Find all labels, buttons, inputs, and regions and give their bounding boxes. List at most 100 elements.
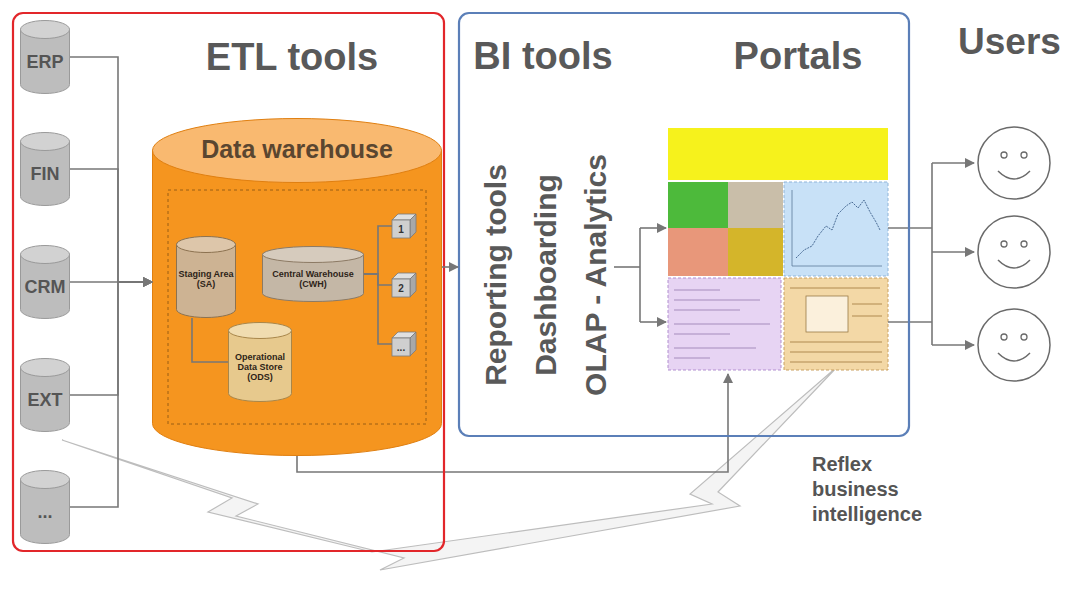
- portal-screenshot: [668, 128, 888, 370]
- source-system-cylinder: EXT: [20, 358, 70, 432]
- portal-list-panel: [668, 278, 781, 370]
- region-border: [459, 13, 909, 436]
- chart-line: [796, 200, 880, 258]
- text-holder: ERP: [20, 36, 70, 90]
- flow-connector: [70, 282, 152, 395]
- bi-tools-portals-region: BI tools PortalsReporting tools Dashboardi…: [458, 12, 910, 437]
- cylinder-body: [229, 330, 292, 402]
- user-arrow: [932, 162, 974, 164]
- reflex-bi-note: Reflex business intelligence: [812, 452, 942, 527]
- source-system-cylinder: ERP: [20, 20, 70, 94]
- cube-side: [410, 332, 416, 356]
- node-label: 2: [398, 283, 404, 294]
- placeholder-lines: [790, 288, 882, 362]
- node-label: CRM: [25, 278, 66, 298]
- bi-portal-line: [614, 266, 640, 268]
- data-mart-cube: ...: [392, 332, 416, 356]
- cube-side: [410, 273, 416, 297]
- text-holder: ...: [20, 486, 70, 540]
- data-mart-cube: 1: [392, 214, 416, 238]
- portal-table-panel: [784, 278, 888, 370]
- data-mart-cube-outline: [392, 273, 416, 297]
- node-label: ERP: [26, 53, 63, 73]
- portal-tile: [728, 182, 783, 228]
- source-system-cylinder: ...: [20, 470, 70, 544]
- text-holder: Portals: [703, 32, 893, 82]
- text-holder: Reporting tools: [476, 125, 514, 425]
- portal-window: [806, 296, 848, 332]
- cylinder-top: [21, 471, 70, 489]
- staging-area-cylinder: Staging Area (SA): [176, 236, 236, 318]
- vertical-tool-label: Reporting tools: [479, 164, 512, 386]
- text-holder: ETL tools: [152, 32, 432, 84]
- operational-data-store-cylinder: Operational Data Store (ODS): [228, 322, 292, 402]
- cylinder-top: [177, 237, 236, 253]
- text-holder: 1: [392, 220, 410, 238]
- data-warehouse-cylinder: Data warehouseStaging Area (SA) Central W…: [152, 118, 442, 456]
- flow-connector: [442, 266, 458, 268]
- portal-tile: [668, 182, 728, 228]
- reflex-bi-note-holder: Reflex business intelligence: [812, 452, 942, 527]
- text-holder: Staging Area (SA): [178, 254, 234, 306]
- cube-front: [392, 338, 410, 356]
- node-label: FIN: [31, 165, 60, 185]
- flow-connector: [70, 169, 152, 282]
- cylinder-top: [153, 119, 442, 183]
- cube-front: [392, 279, 410, 297]
- cylinder-top: [263, 247, 364, 263]
- text-holder: 2: [392, 279, 410, 297]
- flow-connector: [70, 57, 152, 282]
- region-border: [13, 13, 444, 551]
- data-mart-cube-outline: [392, 214, 416, 238]
- node-label: Staging Area (SA): [178, 270, 234, 290]
- users-heading-holder: Users: [958, 22, 1070, 63]
- vertical-tool-label: OLAP - Analytics: [579, 154, 612, 396]
- users-heading: Users: [958, 22, 1070, 63]
- users-split: [931, 163, 933, 345]
- node-label: Central Warehouse (CWH): [266, 270, 360, 290]
- text-holder: OLAP - Analytics: [576, 125, 614, 425]
- vertical-tool-label: Dashboarding: [529, 174, 562, 376]
- text-holder: Operational Data Store (ODS): [229, 340, 291, 396]
- chart-axis: [792, 266, 882, 267]
- node-label: EXT: [27, 391, 62, 411]
- user-arrow: [932, 251, 974, 253]
- source-system-cylinder: FIN: [20, 132, 70, 206]
- text-holder: Central Warehouse (CWH): [266, 263, 360, 297]
- bi-portal-arrow: [640, 321, 666, 323]
- node-label: Operational Data Store (ODS): [229, 353, 291, 383]
- bi-portal-arrow: [640, 227, 666, 229]
- portal-header-band: [668, 128, 888, 180]
- cylinder-top: [21, 246, 70, 264]
- central-warehouse-cylinder: Central Warehouse (CWH): [262, 246, 364, 302]
- region-heading: BI tools: [473, 36, 612, 78]
- flow-connector: [364, 274, 392, 344]
- cylinder-body: [177, 244, 236, 318]
- text-holder: FIN: [20, 148, 70, 202]
- portal-chart-panel: [784, 182, 888, 276]
- node-label: ...: [397, 342, 405, 353]
- text-holder: Dashboarding: [526, 125, 564, 425]
- node-label: Data warehouse: [201, 136, 393, 164]
- cylinder-top: [21, 21, 70, 39]
- portal-tile: [668, 228, 728, 276]
- bi-portal-split: [639, 228, 641, 322]
- user-smiley: [978, 127, 1050, 199]
- cube-front: [392, 220, 410, 238]
- node-label: Portals: [734, 36, 863, 78]
- cylinder-top: [21, 133, 70, 151]
- text-holder: ...: [392, 338, 410, 356]
- cylinder-top: [229, 323, 292, 339]
- portal-tile: [728, 228, 783, 276]
- cylinder-top: [21, 359, 70, 377]
- node-label: ...: [37, 503, 52, 523]
- flow-connector: [364, 226, 392, 274]
- text-holder: CRM: [20, 261, 70, 315]
- warehouse-boundary: [168, 190, 426, 424]
- user-arrow: [932, 344, 974, 346]
- cylinder-body: [153, 150, 442, 456]
- cube-side: [410, 214, 416, 238]
- user-smiley: [978, 309, 1050, 381]
- placeholder-lines: [674, 290, 770, 358]
